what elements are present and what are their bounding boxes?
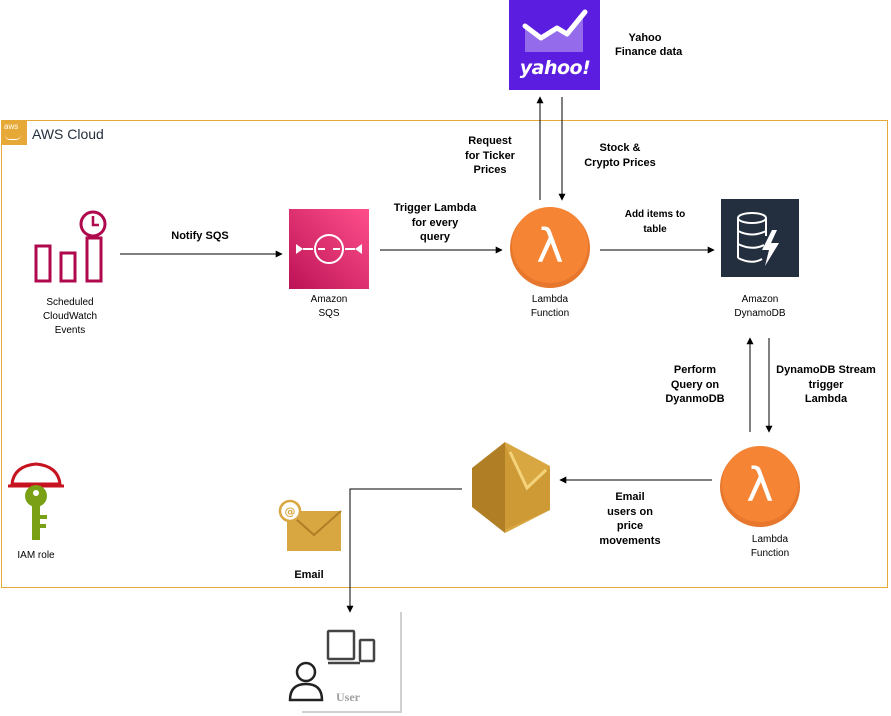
notify-sqs-label: Notify SQS	[171, 230, 229, 242]
iam-role-icon	[8, 462, 64, 540]
perform-query-line-1: Perform	[673, 364, 717, 376]
user-label: User	[336, 690, 360, 704]
dynamodb-stream-line-2: trigger	[808, 378, 844, 391]
stock-crypto-label: Stock & Crypto Prices	[575, 141, 665, 170]
perform-query-line-3: DyanmoDB	[665, 393, 725, 405]
svg-text:@: @	[285, 505, 296, 518]
lambda-label-line-1: Lambda	[531, 294, 569, 305]
sqs-label-line-1: Amazon	[310, 294, 348, 305]
svg-text:λ: λ	[536, 219, 563, 273]
perform-query-line-2: Query on	[670, 378, 720, 391]
cloudwatch-label-line-1: Scheduled	[46, 297, 94, 308]
email-users-line-2: users on	[607, 505, 653, 518]
email-label: Email	[294, 569, 324, 581]
sqs-icon	[289, 209, 369, 289]
aws-logo-icon: aws	[1, 120, 27, 145]
request-ticker-label: Request for Ticker Prices	[455, 134, 525, 178]
dynamodb-icon	[721, 199, 799, 277]
perform-query-label: Perform Query on DyanmoDB	[660, 363, 730, 407]
yahoo-caption-line-2: Finance data	[615, 46, 683, 58]
lambda-2-label-line-2: Function	[750, 548, 790, 559]
svg-text:λ: λ	[746, 458, 773, 512]
add-items-label: Add items to table	[615, 208, 695, 237]
lambda-2-label: Lambda Function	[740, 533, 800, 561]
sqs-label-line-2: SQS	[318, 308, 340, 319]
cloudwatch-icon	[34, 210, 107, 283]
trigger-lambda-line-1: Trigger Lambda	[393, 202, 477, 214]
add-items-line-2: table	[643, 223, 667, 235]
yahoo-logo-icon	[509, 0, 600, 90]
user-icon	[288, 661, 324, 702]
lambda-label: Lambda Function	[520, 293, 580, 321]
stock-crypto-line-2: Crypto Prices	[584, 156, 656, 169]
stock-crypto-line-1: Stock &	[599, 142, 641, 154]
ses-icon	[472, 442, 550, 533]
sqs-label: Amazon SQS	[299, 293, 359, 321]
trigger-lambda-label: Trigger Lambda for every query	[385, 201, 485, 245]
aws-cloud-group	[1, 120, 888, 588]
aws-badge-text: aws	[4, 122, 19, 131]
arrow-ses-to-user	[346, 488, 462, 613]
yahoo-caption-line-1: Yahoo	[628, 32, 662, 44]
yahoo-logo-text: yahoo!	[519, 57, 591, 79]
email-users-line-3: price	[616, 520, 644, 532]
dynamodb-stream-label: DynamoDB Stream trigger Lambda	[774, 363, 878, 407]
iam-role-label: IAM role	[17, 550, 55, 561]
cloudwatch-label: Scheduled CloudWatch Events	[30, 296, 110, 338]
trigger-lambda-line-3: query	[420, 231, 450, 243]
email-users-line-4: movements	[599, 534, 661, 547]
cloudwatch-label-line-3: Events	[54, 325, 86, 336]
email-icon: @	[278, 499, 342, 551]
email-users-label: Email users on price movements	[595, 490, 665, 548]
trigger-lambda-line-2: for every	[411, 216, 459, 229]
aws-cloud-title: AWS Cloud	[32, 126, 104, 142]
lambda-2-label-line-1: Lambda	[751, 534, 789, 545]
request-ticker-line-3: Prices	[473, 164, 507, 176]
dynamodb-stream-line-3: Lambda	[804, 393, 848, 405]
lambda-label-line-2: Function	[530, 308, 570, 319]
dynamodb-label: Amazon DynamoDB	[720, 293, 800, 321]
dynamodb-label-line-1: Amazon	[741, 294, 779, 305]
request-ticker-line-2: for Ticker	[465, 149, 515, 162]
email-users-line-1: Email	[615, 491, 645, 503]
lambda-icon: λ	[510, 207, 590, 288]
dynamodb-label-line-2: DynamoDB	[734, 308, 786, 319]
cloudwatch-label-line-2: CloudWatch	[42, 311, 98, 322]
request-ticker-line-1: Request	[468, 135, 512, 147]
lambda-icon-2: λ	[720, 446, 800, 527]
yahoo-finance-label: Yahoo Finance data	[615, 31, 683, 59]
user-frame	[302, 612, 402, 713]
devices-icon	[326, 629, 376, 665]
add-items-line-1: Add items to	[624, 209, 686, 220]
dynamodb-stream-line-1: DynamoDB Stream	[776, 364, 876, 376]
